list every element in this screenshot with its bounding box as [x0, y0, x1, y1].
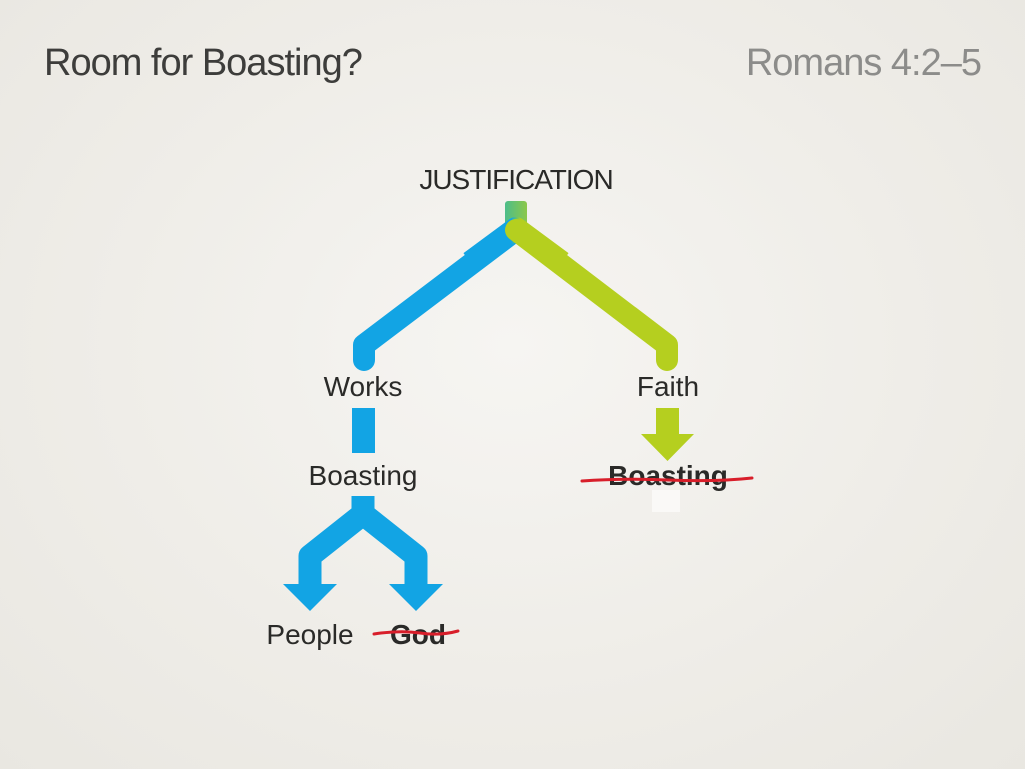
- faith-label: Faith: [637, 371, 699, 402]
- works-label: Works: [324, 371, 403, 402]
- scripture-reference: Romans 4:2–5: [745, 42, 982, 84]
- root-label-justification: JUSTIFICATION: [419, 164, 612, 195]
- slide-title: Room for Boasting?: [44, 42, 363, 84]
- god-arrowhead: [389, 584, 443, 611]
- boasting-split-path: [298, 496, 428, 588]
- faith-boasting-label: Boasting: [608, 460, 728, 491]
- works-boasting-label: Boasting: [309, 460, 418, 491]
- works-branch-path: [353, 219, 527, 371]
- faith-branch-path: [505, 219, 678, 371]
- people-label: People: [266, 619, 353, 650]
- god-struck: God: [372, 619, 460, 650]
- works-to-boasting-stem: [352, 408, 375, 453]
- strike-line-god: [372, 629, 460, 636]
- people-arrowhead: [283, 584, 337, 611]
- strike-line-boasting: [580, 476, 754, 483]
- faith-to-boasting-arrow: [641, 408, 694, 461]
- faith-boasting-struck: Boasting: [580, 460, 754, 512]
